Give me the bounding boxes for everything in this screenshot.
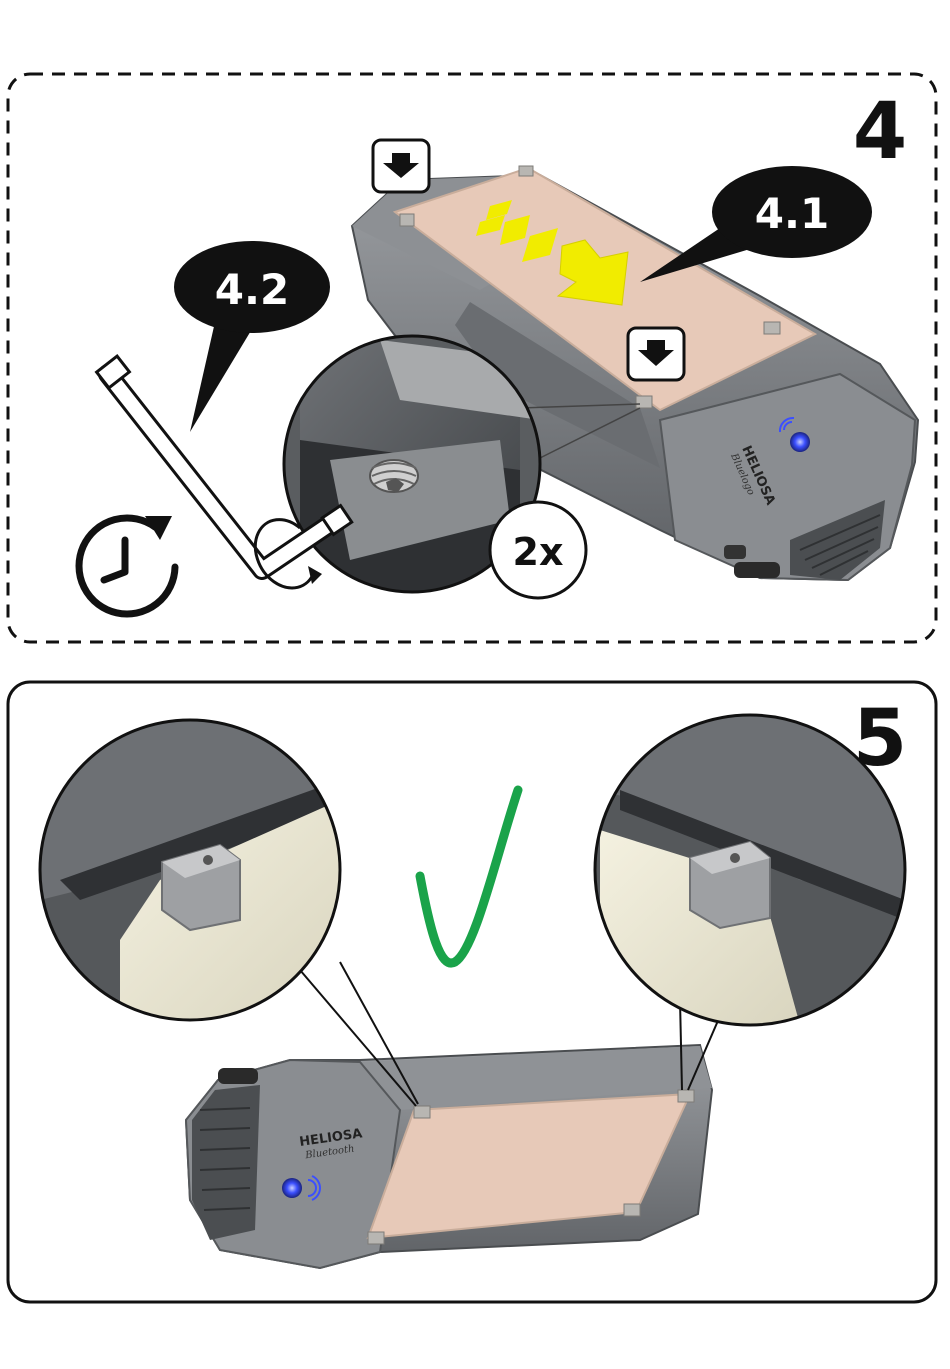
down-arrow-icon	[628, 328, 684, 380]
count-badge: 2x	[490, 502, 586, 598]
foot	[734, 562, 780, 578]
screw-hole-icon	[203, 855, 213, 865]
fan-grille	[192, 1085, 260, 1240]
callout-4-1-label: 4.1	[755, 189, 829, 238]
set-screw-icon	[370, 460, 418, 492]
callout-4-1: 4.1	[640, 166, 872, 282]
check-mark-icon	[420, 790, 518, 963]
power-led	[790, 432, 810, 452]
zoom-clip-left	[40, 720, 340, 1020]
panel-clip	[368, 1232, 384, 1244]
step-4-number: 4	[853, 87, 907, 177]
panel-clip	[678, 1090, 694, 1102]
power-led	[282, 1178, 302, 1198]
down-arrow-icon	[373, 140, 429, 192]
step-4-panel: 4 HELIOSA Bluelogo	[8, 74, 936, 642]
step-5-panel: 5 HELIOSA Bluetooth	[8, 682, 936, 1302]
panel-clip	[519, 166, 533, 176]
panel-clip	[636, 396, 652, 408]
heater-unit-installed: HELIOSA Bluetooth	[186, 1045, 712, 1268]
panel-clip	[414, 1106, 430, 1118]
panel-clip	[764, 322, 780, 334]
foot	[218, 1068, 258, 1084]
panel-clip	[400, 214, 414, 226]
screw-hole-icon	[730, 853, 740, 863]
panel-clip	[624, 1204, 640, 1216]
clock-rotate-icon	[79, 516, 175, 614]
foot	[724, 545, 746, 559]
zoom-clip-right	[595, 715, 905, 1025]
callout-4-2-label: 4.2	[215, 265, 289, 314]
count-badge-label: 2x	[513, 530, 564, 574]
